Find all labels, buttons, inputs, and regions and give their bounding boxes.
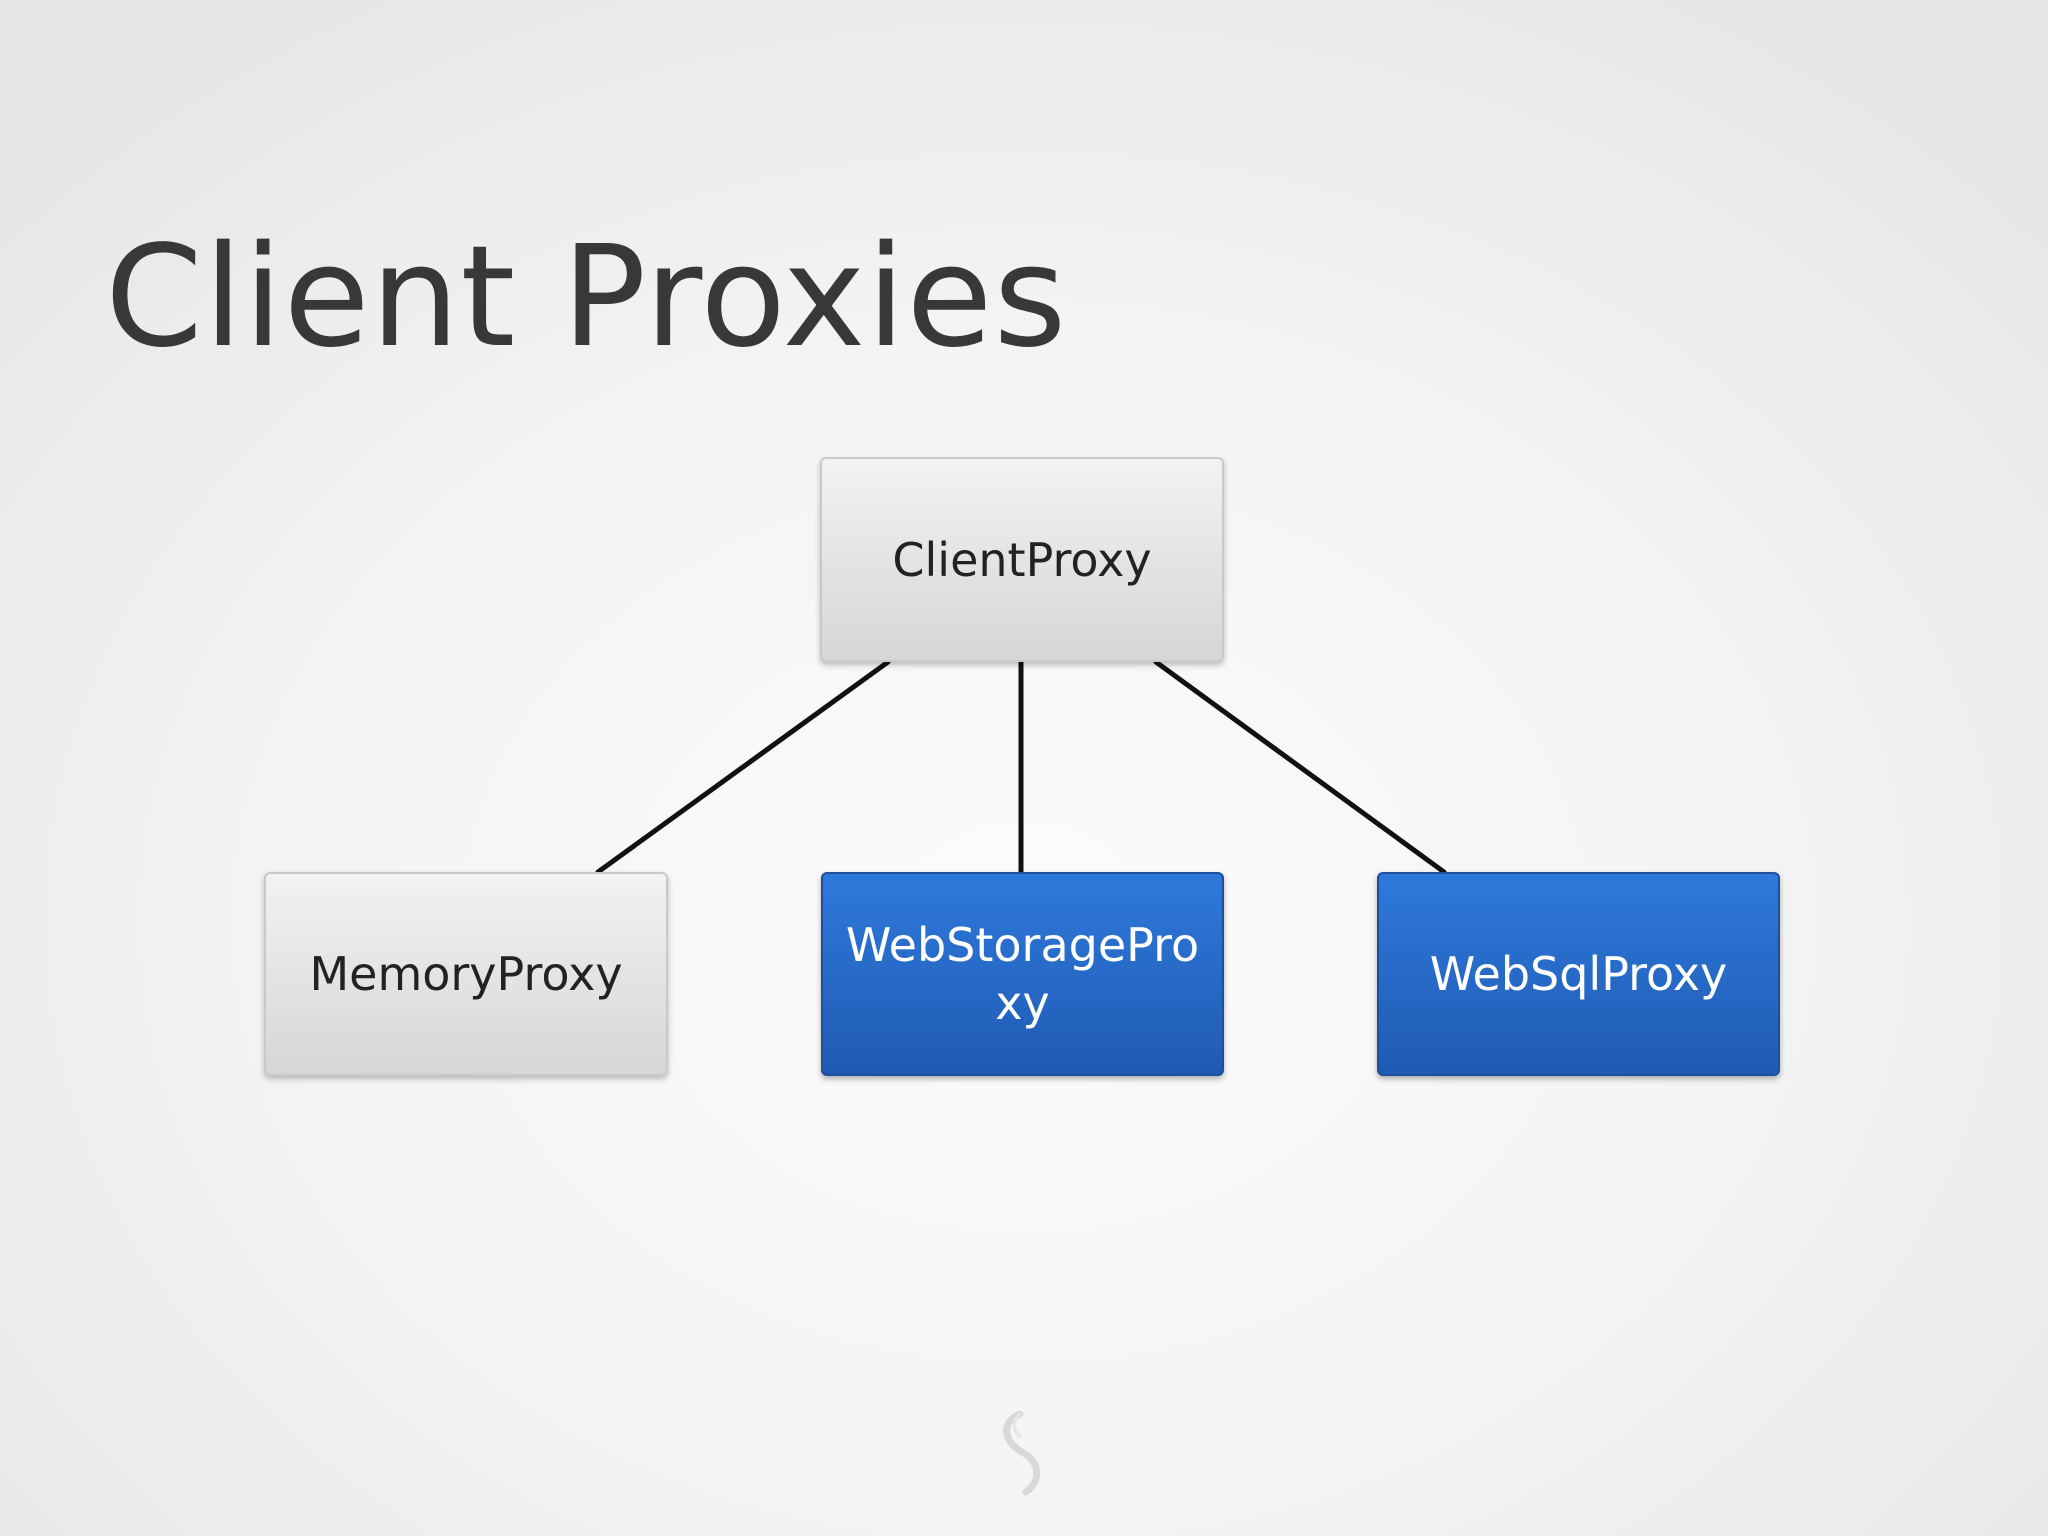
node-client-proxy-label: ClientProxy xyxy=(892,532,1152,587)
node-memory-proxy: MemoryProxy xyxy=(264,872,668,1076)
swirl-logo-icon xyxy=(1003,1410,1041,1496)
slide-title: Client Proxies xyxy=(105,216,1068,379)
node-web-sql-proxy: WebSqlProxy xyxy=(1377,872,1780,1076)
connector-root-to-memory xyxy=(595,659,891,875)
node-web-storage-proxy-label: WebStorageProxy xyxy=(845,918,1200,1030)
node-web-storage-proxy: WebStorageProxy xyxy=(821,872,1224,1076)
node-client-proxy: ClientProxy xyxy=(820,457,1224,662)
node-web-sql-proxy-label: WebSqlProxy xyxy=(1429,947,1728,1001)
node-memory-proxy-label: MemoryProxy xyxy=(309,947,623,1001)
connector-root-to-websql xyxy=(1153,659,1447,875)
